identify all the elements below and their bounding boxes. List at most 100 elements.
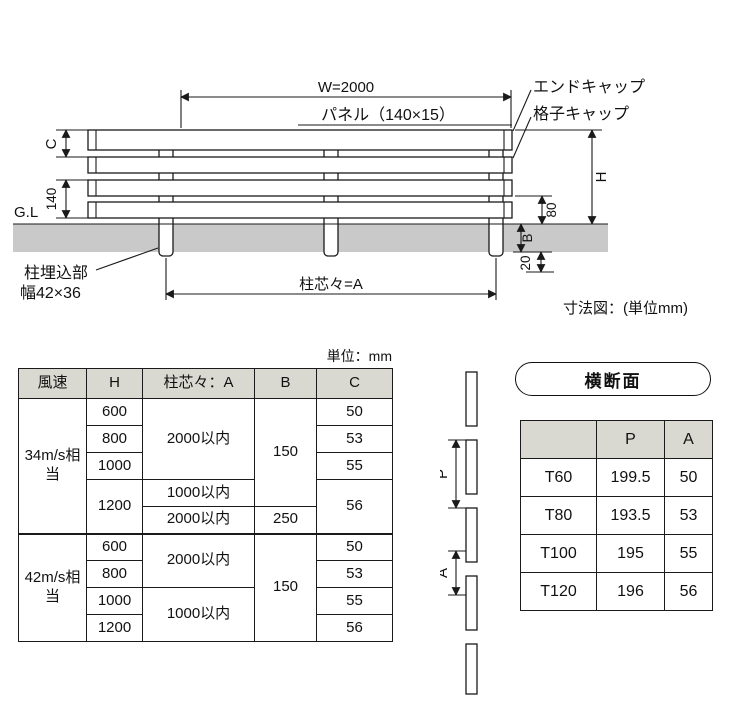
c-cell: 53 [316,560,393,588]
p-cell: 199.5 [596,458,665,497]
panel-rails [87,129,513,219]
pitch-cell: 1000以内 [142,587,255,642]
dim-20: 20 [518,251,554,273]
post-embed-label-1: 柱埋込部 [24,264,88,282]
h-dimension-label: H [593,172,610,183]
c-cell: 55 [316,452,393,480]
end-cap-label: エンドキャップ [533,78,645,96]
table-row: T120 196 56 [520,572,713,611]
size-header-a: A [664,420,713,459]
c-dimension-label: C [43,138,60,149]
dim-140: 140 [44,179,88,219]
panel-cross-sections [465,371,478,695]
pitch-cell: 1000以内 [142,479,255,507]
model-cell: T100 [520,534,597,573]
ground-band [13,224,608,252]
h-cell: 600 [86,398,143,426]
b-dimension: B [513,223,552,253]
p-cell: 196 [596,572,665,611]
h-cell: 800 [86,560,143,588]
size-table: P A T60 199.5 50 T80 193.5 53 T100 195 5… [520,420,713,611]
size-header-blank [520,420,597,459]
h-cell: 1000 [86,452,143,480]
panel-callout: パネル（140×15） [298,106,512,126]
dim-80: 80 [515,195,559,225]
size-header-row: P A [520,420,713,459]
cross-section-drawing: P A [440,371,478,695]
table-row: 2000以内 250 [19,506,393,534]
panel-label: パネル（140×15） [321,106,455,124]
table-row: 800 53 [19,425,393,453]
dim-80-label: 80 [544,202,559,217]
post-pitch-dimension: 柱芯々=A [165,258,497,300]
table-row: 1000 55 [19,452,393,480]
col-header-wind: 風速 [18,368,87,399]
pitch-cell: 2000以内 [142,398,255,480]
size-header-p: P [596,420,665,459]
model-cell: T120 [520,572,597,611]
a-cell: 56 [664,572,713,611]
table-row: 42m/s相当 600 2000以内 150 50 [18,532,393,642]
post-embed-callout: 柱埋込部 幅42×36 [20,247,159,302]
b-cell: 250 [254,506,317,534]
h-cell: 800 [86,425,143,453]
a-cell: 55 [664,534,713,573]
dim-140-label: 140 [44,188,59,211]
p-cell: 193.5 [596,496,665,535]
table-row: 1200 56 [19,614,393,642]
ground-level-label: G.L [14,204,38,221]
h-cell: 600 [86,532,143,561]
table-row: 1200 1000以内 56 [19,479,393,534]
wind-speed-cell: 34m/s相当 [18,398,87,534]
cross-section-title: 横断面 [515,362,711,396]
p-dimension: P [440,439,466,509]
b-dimension-label: B [520,233,535,242]
w-dimension-label: W=2000 [318,79,374,96]
wind-spec-table: 風速 H 柱芯々：A B C 34m/s相当 600 2000以内 150 50… [18,368,393,642]
a-dimension-label: A [440,568,451,578]
model-cell: T60 [520,458,597,497]
post-pitch-label: 柱芯々=A [299,276,363,293]
c-cell: 53 [316,425,393,453]
table-row: 1000 1000以内 55 [19,587,393,642]
model-cell: T80 [520,496,597,535]
post-embed-label-2: 幅42×36 [20,284,81,302]
p-cell: 195 [596,534,665,573]
c-cell: 56 [316,479,393,534]
a-dimension: A [440,550,466,596]
drawing-caption: 寸法図：(単位mm) [563,300,688,317]
c-cell: 50 [316,398,393,426]
col-header-c: C [316,368,393,399]
c-dimension: C [43,129,88,158]
dim-20-label: 20 [518,255,533,270]
a-cell: 50 [664,458,713,497]
h-dimension: H [515,129,610,225]
col-header-pitch: 柱芯々：A [142,368,255,399]
c-cell: 55 [316,587,393,615]
c-cell: 56 [316,614,393,642]
end-cap-callout: エンドキャップ [512,78,645,132]
pitch-cell: 2000以内 [142,506,255,534]
table-row: T100 195 55 [520,534,713,573]
grid-cap-callout: 格子キャップ [512,105,629,159]
b-cell: 150 [254,398,317,507]
h-cell: 1200 [86,479,143,534]
w-dimension: W=2000 [180,79,512,128]
p-dimension-label: P [440,469,451,479]
table-row: 34m/s相当 600 2000以内 150 50 [18,398,393,534]
grid-cap-label: 格子キャップ [533,105,629,123]
c-cell: 50 [316,532,393,561]
unit-note: 単位：mm [326,348,392,364]
spec-header-row: 風速 H 柱芯々：A B C [18,368,393,399]
col-header-h: H [86,368,143,399]
h-cell: 1200 [86,614,143,642]
table-row: T60 199.5 50 [520,458,713,497]
table-row: T80 193.5 53 [520,496,713,535]
h-cell: 1000 [86,587,143,615]
a-cell: 53 [664,496,713,535]
col-header-b: B [254,368,317,399]
b-cell: 150 [254,532,317,642]
elevation-drawing: W=2000 パネル（140×15） エンドキャップ 格子キャップ C [13,78,688,317]
pitch-cell: 2000以内 [142,532,255,588]
